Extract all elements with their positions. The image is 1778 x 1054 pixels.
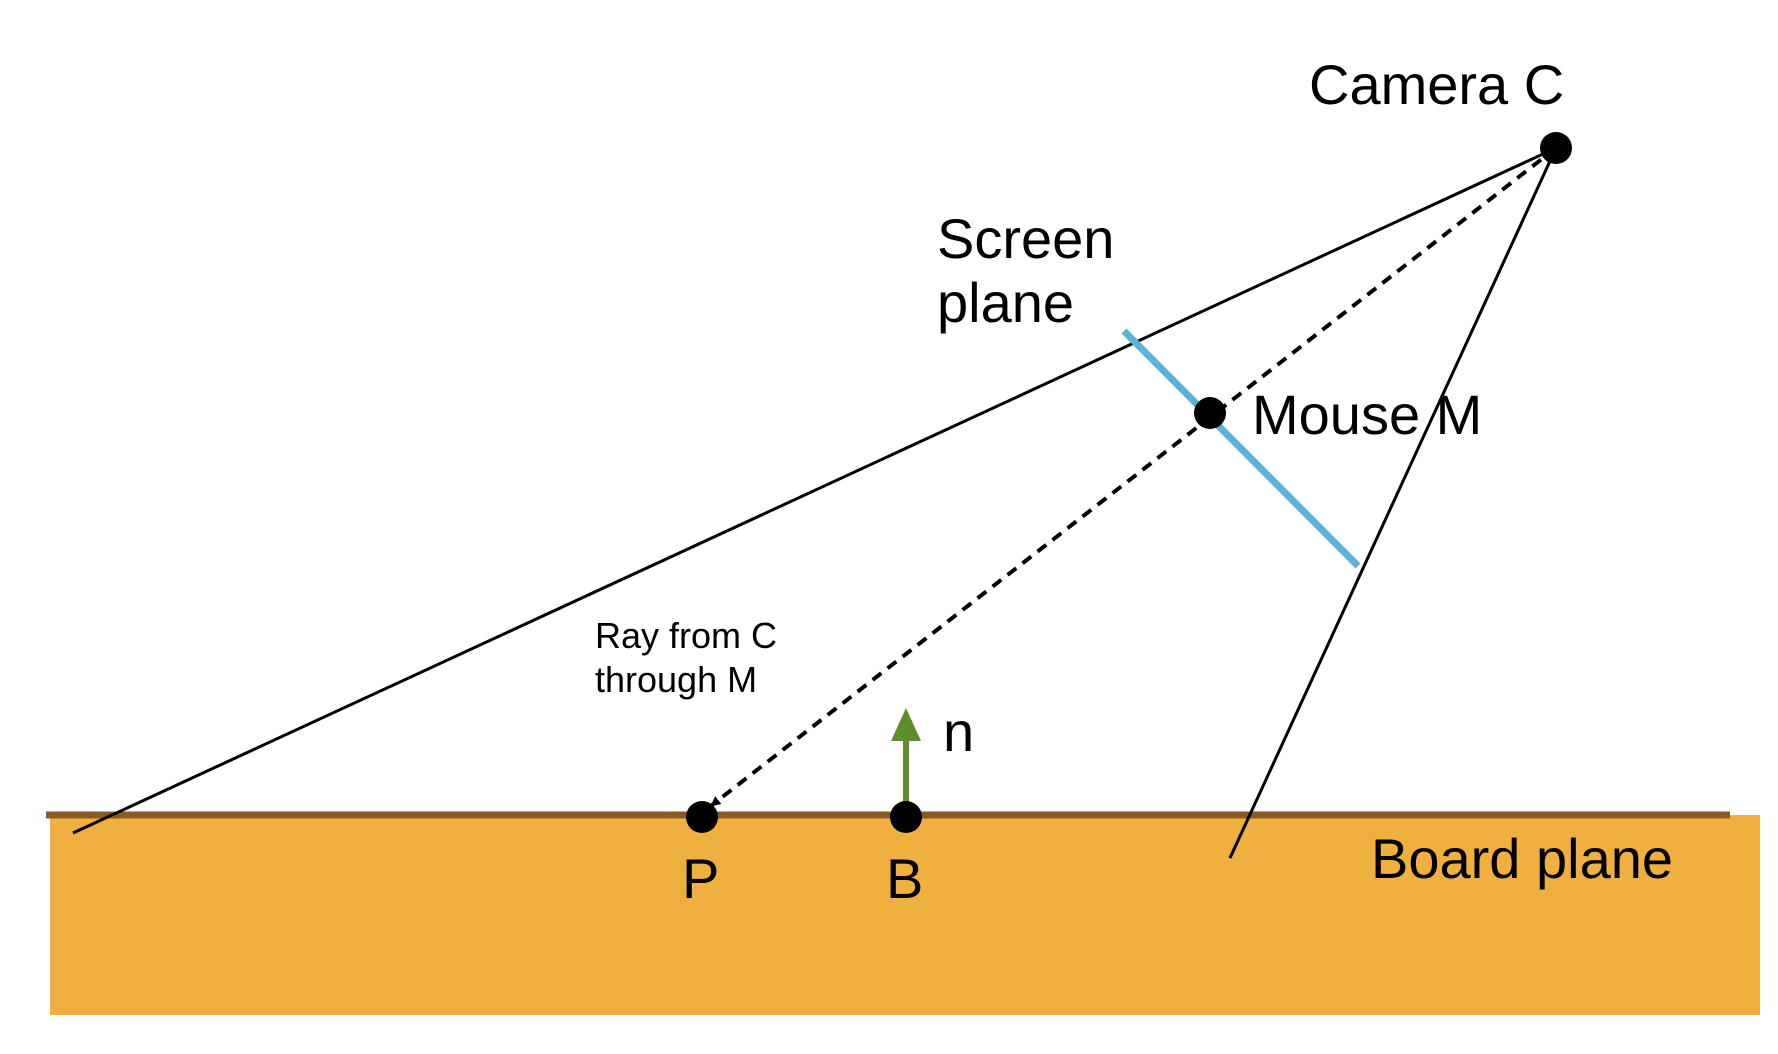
mouse-label: Mouse M [1252, 383, 1482, 446]
normal-arrowhead [891, 708, 921, 741]
camera-point [1540, 132, 1572, 164]
point-b-label: B [886, 847, 923, 910]
ray-label-line2: through M [595, 659, 757, 700]
point-p-label: P [682, 847, 719, 910]
camera-label: Camera C [1309, 53, 1564, 116]
ray-label-line1: Ray from C [595, 615, 777, 656]
board-plane [50, 815, 1760, 1015]
mouse-point [1194, 397, 1226, 429]
frustum-right-line [1228, 147, 1558, 859]
screen-plane [1121, 328, 1361, 569]
frustum-left-line [72, 146, 1557, 835]
point-b [890, 801, 922, 833]
screen-plane-label-line2: plane [937, 271, 1074, 334]
normal-label: n [943, 700, 974, 763]
board-plane-label: Board plane [1371, 827, 1673, 890]
ray-line [710, 146, 1558, 807]
screen-plane-label-line1: Screen [937, 207, 1114, 270]
point-p [686, 801, 718, 833]
